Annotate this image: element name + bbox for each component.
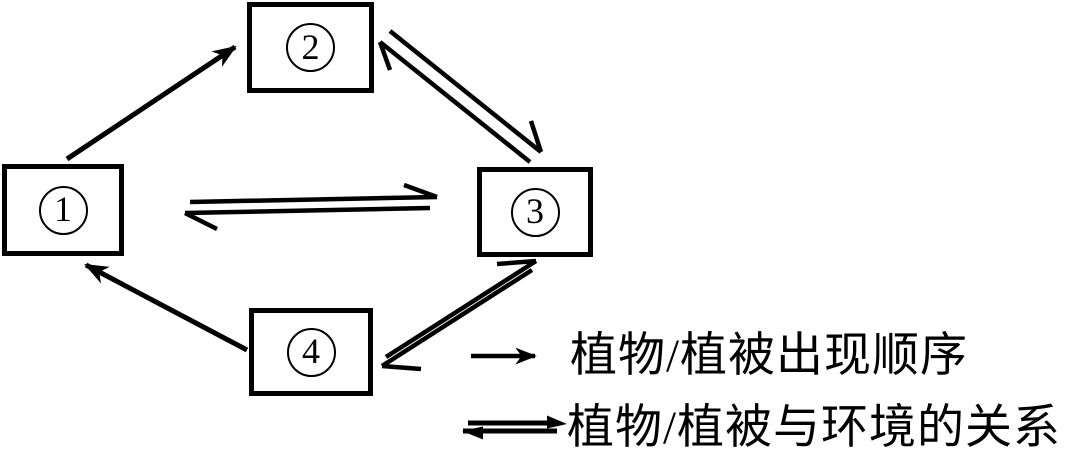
node-box-4: 4 bbox=[249, 308, 373, 396]
circled-number-1-icon: 1 bbox=[38, 185, 88, 235]
circled-number-3-icon: 3 bbox=[510, 187, 560, 237]
node-box-1: 1 bbox=[2, 164, 124, 256]
node-box-3: 3 bbox=[477, 167, 593, 257]
node-1-label: 1 bbox=[54, 189, 72, 229]
edge-4-to-1-single-arrow bbox=[84, 262, 249, 353]
edge-1-to-2-single-arrow bbox=[65, 44, 237, 162]
circled-number-4-icon: 4 bbox=[286, 327, 336, 377]
edge-2-3-double-arrow bbox=[377, 29, 544, 164]
node-box-2: 2 bbox=[247, 2, 374, 93]
legend-label-single-arrow: 植物/植被出现顺序 bbox=[570, 330, 969, 382]
edge-1-3-double-arrow bbox=[183, 182, 438, 232]
node-2-label: 2 bbox=[301, 26, 320, 67]
legend-label-double-arrow: 植物/植被与环境的关系 bbox=[567, 402, 1062, 454]
node-4-label: 4 bbox=[302, 331, 320, 371]
legend-double-arrow-icon bbox=[462, 415, 567, 440]
node-3-label: 3 bbox=[526, 191, 544, 231]
circled-number-2-icon: 2 bbox=[286, 23, 335, 72]
edge-4-3-double-arrow bbox=[380, 258, 538, 372]
